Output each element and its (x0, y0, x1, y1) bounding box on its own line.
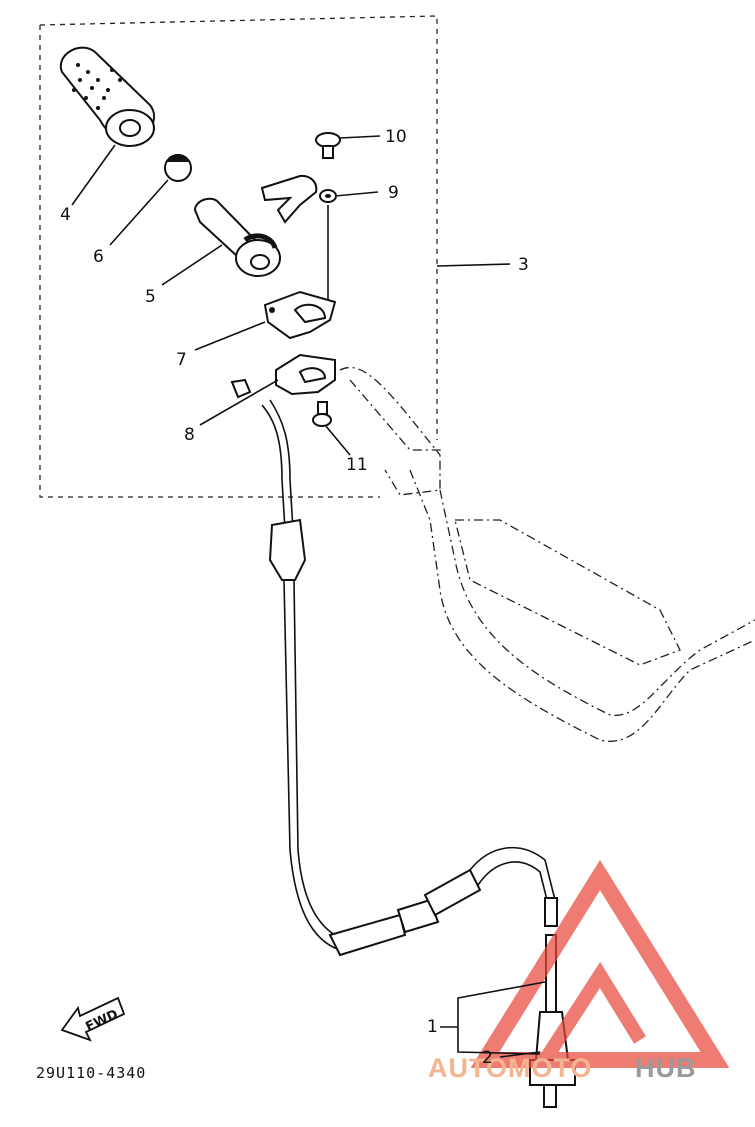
callout-9: 9 (388, 183, 399, 203)
housing-lower-part-8 (230, 353, 336, 399)
throttle-pipe-part-5 (193, 197, 281, 277)
handlebar-outline (339, 366, 755, 742)
housing-upper-part-7 (263, 290, 337, 340)
washer-part-9 (319, 189, 337, 203)
callout-3: 3 (518, 255, 529, 275)
assembly-boundary (39, 15, 438, 498)
screw-part-10 (315, 132, 341, 159)
watermark-text-hub: HUB (635, 1053, 697, 1083)
end-cap-part-6 (164, 154, 192, 182)
watermark-logo (470, 859, 730, 1068)
callout-1: 1 (427, 1017, 438, 1037)
throttle-cable (261, 399, 576, 1108)
forward-direction-arrow-icon: FWD (60, 996, 126, 1042)
screw-part-11 (312, 401, 332, 427)
diagram-part-code: 29U110-4340 (36, 1064, 146, 1082)
callout-7: 7 (176, 350, 187, 370)
cable-cover-bracket (260, 174, 318, 224)
callout-8: 8 (184, 425, 195, 445)
callout-11: 11 (346, 455, 368, 475)
callout-6: 6 (93, 247, 104, 267)
callout-4: 4 (60, 205, 71, 225)
callout-5: 5 (145, 287, 156, 307)
callout-2: 2 (482, 1048, 493, 1068)
callout-10: 10 (385, 127, 407, 147)
watermark-text-automoto: AUTOMOTO (428, 1053, 593, 1083)
leader-lines (71, 135, 546, 1058)
grip-part-4 (59, 46, 155, 147)
